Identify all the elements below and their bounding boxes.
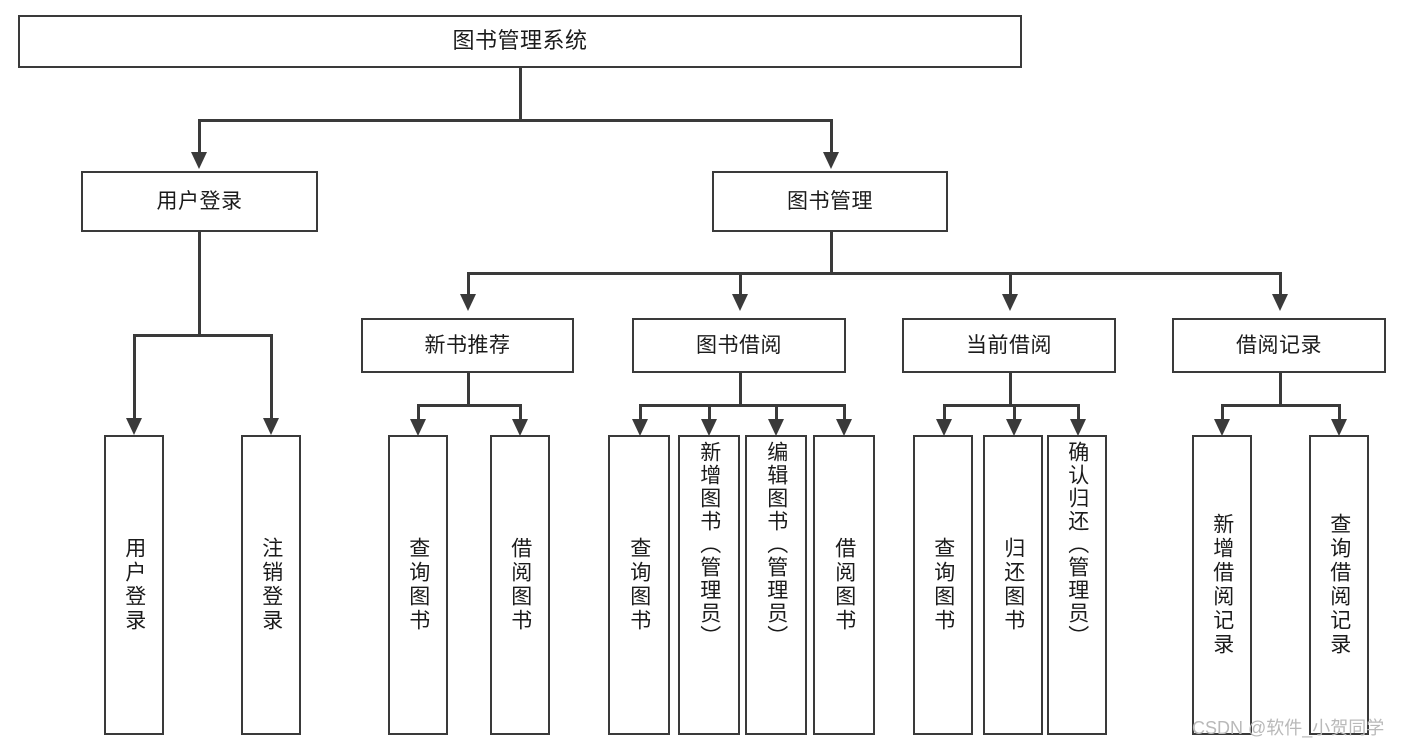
arrow-down-icon xyxy=(1006,419,1022,436)
node-label: 查询借阅记录 xyxy=(1327,513,1351,657)
leaf-new-book-query-book[interactable]: 查询图书 xyxy=(388,435,448,735)
leaf-borrow-record-add-record[interactable]: 新增借阅记录 xyxy=(1192,435,1252,735)
csdn-watermark: CSDN @软件_小贺同学 xyxy=(1192,718,1385,738)
connector-bm-to-level3-1 xyxy=(739,272,742,296)
connector-cb-to-leaf-0 xyxy=(943,404,946,421)
connector-root-to-level2-0 xyxy=(198,119,201,155)
connector-br-to-leaf-1 xyxy=(1338,404,1341,421)
arrow-down-icon xyxy=(191,152,207,169)
connector-current-borrow-bar xyxy=(943,404,1079,407)
node-label: 新增借阅记录 xyxy=(1210,513,1234,657)
connector-nb-to-leaf-0 xyxy=(417,404,420,421)
arrow-down-icon xyxy=(1272,294,1288,311)
connector-user-login-bar xyxy=(133,334,270,337)
node-level2-book-management[interactable]: 图书管理 xyxy=(712,171,948,232)
node-level3-borrow-record[interactable]: 借阅记录 xyxy=(1172,318,1386,373)
arrow-down-icon xyxy=(410,419,426,436)
leaf-borrow-record-query-record[interactable]: 查询借阅记录 xyxy=(1309,435,1369,735)
connector-root-bar xyxy=(198,119,832,122)
node-label: 编辑图书（管理员） xyxy=(764,441,788,648)
leaf-user-login-login[interactable]: 用户登录 xyxy=(104,435,164,735)
arrow-down-icon xyxy=(263,418,279,435)
leaf-current-borrow-query-book[interactable]: 查询图书 xyxy=(913,435,973,735)
connector-bm-to-level3-0 xyxy=(467,272,470,296)
connector-bm-to-level3-3 xyxy=(1279,272,1282,296)
node-label: 当前借阅 xyxy=(966,333,1052,357)
leaf-current-borrow-return-book[interactable]: 归还图书 xyxy=(983,435,1043,735)
arrow-down-icon xyxy=(701,419,717,436)
node-label: 新增图书（管理员） xyxy=(697,441,721,648)
connector-bb-to-leaf-3 xyxy=(843,404,846,421)
arrow-down-icon xyxy=(732,294,748,311)
node-label: 注销登录 xyxy=(259,537,283,633)
connector-bb-to-leaf-1 xyxy=(708,404,711,421)
arrow-down-icon xyxy=(768,419,784,436)
leaf-user-login-logout[interactable]: 注销登录 xyxy=(241,435,301,735)
arrow-down-icon xyxy=(460,294,476,311)
node-label: 借阅图书 xyxy=(508,537,532,633)
leaf-book-borrow-borrow-book[interactable]: 借阅图书 xyxy=(813,435,875,735)
leaf-book-borrow-add-book-admin[interactable]: 新增图书（管理员） xyxy=(678,435,740,735)
arrow-down-icon xyxy=(1331,419,1347,436)
connector-root-to-level2-1 xyxy=(830,119,833,155)
leaf-current-borrow-confirm-return-admin[interactable]: 确认归还（管理员） xyxy=(1047,435,1107,735)
arrow-down-icon xyxy=(823,152,839,169)
node-level3-book-borrow[interactable]: 图书借阅 xyxy=(632,318,846,373)
node-label: 图书管理系统 xyxy=(452,28,588,54)
arrow-down-icon xyxy=(1070,419,1086,436)
node-level3-new-book-recommend[interactable]: 新书推荐 xyxy=(361,318,574,373)
arrow-down-icon xyxy=(836,419,852,436)
node-label: 新书推荐 xyxy=(424,333,511,357)
node-level3-current-borrow[interactable]: 当前借阅 xyxy=(902,318,1116,373)
connector-bm-to-level3-2 xyxy=(1009,272,1012,296)
connector-current-borrow-stem xyxy=(1009,373,1012,406)
node-label: 查询图书 xyxy=(931,537,955,633)
connector-borrow-record-stem xyxy=(1279,373,1282,406)
leaf-book-borrow-query-book[interactable]: 查询图书 xyxy=(608,435,670,735)
connector-bb-to-leaf-2 xyxy=(775,404,778,421)
node-label: 图书管理 xyxy=(787,189,873,213)
arrow-down-icon xyxy=(632,419,648,436)
node-label: 查询图书 xyxy=(627,537,651,633)
node-label: 图书借阅 xyxy=(696,333,782,357)
arrow-down-icon xyxy=(1214,419,1230,436)
connector-book-borrow-bar xyxy=(639,404,845,407)
connector-borrow-record-bar xyxy=(1221,404,1340,407)
connector-new-book-stem xyxy=(467,373,470,406)
node-label: 用户登录 xyxy=(156,189,243,213)
arrow-down-icon xyxy=(936,419,952,436)
connector-new-book-bar xyxy=(417,404,521,407)
node-label: 借阅记录 xyxy=(1236,333,1322,357)
leaf-new-book-borrow-book[interactable]: 借阅图书 xyxy=(490,435,550,735)
connector-book-borrow-stem xyxy=(739,373,742,406)
connector-br-to-leaf-0 xyxy=(1221,404,1224,421)
leaf-book-borrow-edit-book-admin[interactable]: 编辑图书（管理员） xyxy=(745,435,807,735)
arrow-down-icon xyxy=(126,418,142,435)
connector-root-stem xyxy=(519,68,522,121)
node-label: 借阅图书 xyxy=(832,537,856,633)
connector-book-management-stem xyxy=(830,232,833,274)
connector-book-management-bar xyxy=(467,272,1281,275)
node-label: 查询图书 xyxy=(406,537,430,633)
arrow-down-icon xyxy=(1002,294,1018,311)
connector-bb-to-leaf-0 xyxy=(639,404,642,421)
connector-cb-to-leaf-1 xyxy=(1013,404,1016,421)
connector-cb-to-leaf-2 xyxy=(1077,404,1080,421)
node-label: 用户登录 xyxy=(122,537,146,633)
node-root-library-management-system[interactable]: 图书管理系统 xyxy=(18,15,1022,68)
connector-user-login-stem xyxy=(198,232,201,336)
node-label: 归还图书 xyxy=(1001,537,1025,633)
connector-nb-to-leaf-1 xyxy=(519,404,522,421)
node-label: 确认归还（管理员） xyxy=(1065,441,1089,648)
connector-user-login-to-leaf-1 xyxy=(270,334,273,420)
arrow-down-icon xyxy=(512,419,528,436)
node-level2-user-login[interactable]: 用户登录 xyxy=(81,171,318,232)
connector-user-login-to-leaf-0 xyxy=(133,334,136,420)
